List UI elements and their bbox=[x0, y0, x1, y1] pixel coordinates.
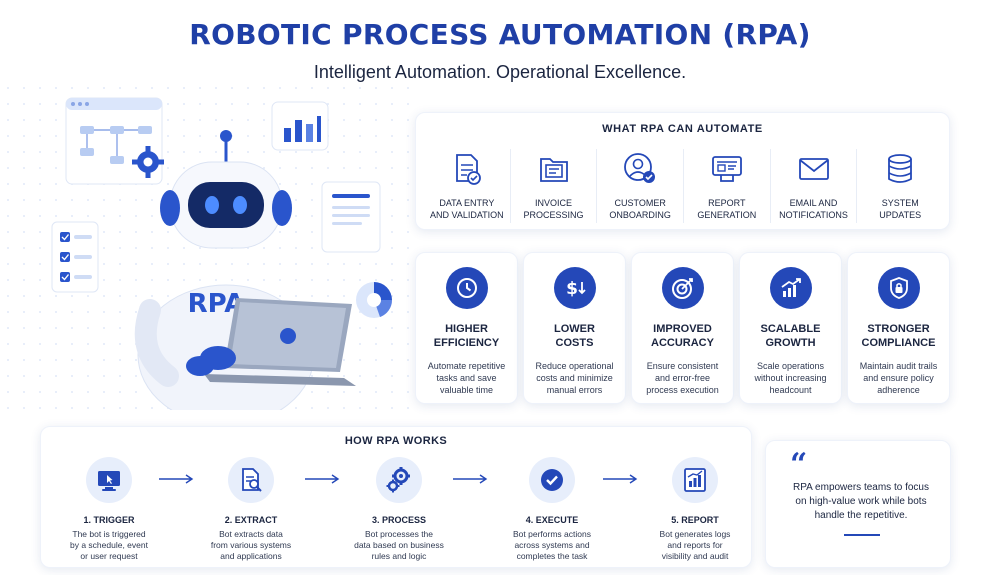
benefit-card-costs: $ LOWER COSTS Reduce operational costs a… bbox=[523, 252, 626, 404]
benefit-description: Scale operations without increasing head… bbox=[754, 361, 827, 395]
benefit-description: Ensure consistent and error-free process… bbox=[646, 361, 719, 395]
benefit-description: Maintain audit trails and ensure policy … bbox=[859, 361, 938, 395]
step-execute: 4. EXECUTE Bot performs actions across s… bbox=[492, 457, 612, 562]
automate-item-invoice: INVOICE PROCESSING bbox=[511, 149, 598, 223]
benefit-title: IMPROVED ACCURACY bbox=[651, 323, 714, 349]
how-rpa-works-title: HOW RPA WORKS bbox=[344, 435, 448, 447]
benefit-card-growth: SCALABLE GROWTH Scale operations without… bbox=[739, 252, 842, 404]
quote-divider bbox=[844, 534, 880, 536]
benefit-card-efficiency: HIGHER EFFICIENCY Automate repetitive ta… bbox=[415, 252, 518, 404]
automate-item-label: REPORT GENERATION bbox=[697, 198, 757, 220]
benefit-card-compliance: STRONGER COMPLIANCE Maintain audit trail… bbox=[847, 252, 950, 404]
benefit-title: STRONGER COMPLIANCE bbox=[861, 323, 936, 349]
quote-mark-icon: “ bbox=[790, 447, 808, 482]
automate-item-label: CUSTOMER ONBOARDING bbox=[609, 198, 671, 220]
page-subtitle: Intelligent Automation. Operational Exce… bbox=[313, 62, 687, 82]
invoice-folder-icon bbox=[539, 158, 568, 182]
arrow-right-icon bbox=[603, 474, 638, 484]
automate-item-email: EMAIL AND NOTIFICATIONS bbox=[771, 149, 858, 223]
automate-item-data-entry: DATA ENTRY AND VALIDATION bbox=[424, 149, 511, 223]
database-icon bbox=[888, 154, 913, 183]
step-report: 5. REPORT Bot generates logs and reports… bbox=[635, 457, 755, 562]
gears-icon bbox=[386, 467, 410, 493]
arrow-right-icon bbox=[453, 474, 488, 484]
monitor-cursor-icon bbox=[98, 471, 120, 491]
target-icon bbox=[671, 278, 693, 299]
quote-text: RPA empowers teams to focus on high-valu… bbox=[793, 482, 929, 521]
step-title: 4. EXECUTE bbox=[525, 515, 579, 525]
shield-lock-icon bbox=[889, 277, 908, 299]
benefit-title: LOWER COSTS bbox=[554, 323, 595, 349]
benefit-description: Automate repetitive tasks and save valua… bbox=[427, 361, 506, 395]
dollar-down-icon: $ bbox=[566, 279, 586, 299]
laptop-icon bbox=[204, 298, 356, 386]
automate-item-label: DATA ENTRY AND VALIDATION bbox=[429, 198, 504, 220]
benefit-title: HIGHER EFFICIENCY bbox=[433, 323, 500, 349]
step-description: Bot performs actions across systems and … bbox=[513, 529, 591, 561]
how-rpa-works-panel: HOW RPA WORKS 1. TRIGGER The bot is trig… bbox=[40, 426, 752, 568]
checklist-card-icon bbox=[51, 221, 99, 293]
step-extract: 2. EXTRACT Bot extracts data from variou… bbox=[191, 457, 311, 562]
step-title: 5. REPORT bbox=[671, 515, 719, 525]
arrow-right-icon bbox=[159, 474, 194, 484]
report-chart-icon bbox=[684, 468, 706, 492]
step-title: 2. EXTRACT bbox=[224, 515, 278, 525]
step-trigger: 1. TRIGGER The bot is triggered by a sch… bbox=[49, 457, 169, 562]
pie-chart-icon bbox=[356, 282, 393, 318]
step-title: 3. PROCESS bbox=[371, 515, 427, 525]
benefit-description: Reduce operational costs and minimize ma… bbox=[535, 361, 614, 395]
automate-item-label: EMAIL AND NOTIFICATIONS bbox=[779, 198, 848, 220]
automate-item-system-updates: SYSTEM UPDATES bbox=[857, 149, 943, 223]
quote-panel: “ RPA empowers teams to focus on high-va… bbox=[765, 440, 951, 568]
document-check-icon bbox=[455, 154, 481, 185]
step-description: The bot is triggered by a schedule, even… bbox=[70, 529, 148, 561]
growth-chart-icon bbox=[780, 278, 801, 297]
bar-chart-bubble-icon bbox=[271, 101, 329, 151]
automate-item-onboarding: CUSTOMER ONBOARDING bbox=[597, 149, 685, 223]
envelope-icon bbox=[798, 158, 829, 180]
user-check-icon bbox=[624, 153, 656, 183]
clock-icon bbox=[456, 278, 477, 298]
page-title: ROBOTIC PROCESS AUTOMATION (RPA) bbox=[189, 18, 811, 51]
step-description: Bot generates logs and reports for visib… bbox=[659, 529, 731, 561]
benefit-title: SCALABLE GROWTH bbox=[760, 323, 821, 349]
benefit-card-accuracy: IMPROVED ACCURACY Ensure consistent and … bbox=[631, 252, 734, 404]
automate-panel-title: WHAT RPA CAN AUTOMATE bbox=[602, 123, 763, 135]
robot-illustration: RPA bbox=[51, 97, 393, 410]
check-circle-icon bbox=[541, 469, 563, 491]
gear-icon bbox=[132, 146, 164, 178]
step-process: 3. PROCESS Bot processes the data based … bbox=[339, 457, 459, 562]
arrow-right-icon bbox=[305, 474, 340, 484]
automate-panel: WHAT RPA CAN AUTOMATE DATA ENTRY AND VAL… bbox=[415, 112, 950, 230]
printer-report-icon bbox=[711, 156, 742, 182]
step-title: 1. TRIGGER bbox=[83, 515, 135, 525]
step-description: Bot processes the data based on business… bbox=[354, 529, 444, 561]
document-search-icon bbox=[242, 468, 262, 492]
automate-item-label: SYSTEM UPDATES bbox=[879, 198, 922, 220]
svg-text:$: $ bbox=[566, 279, 578, 299]
step-description: Bot extracts data from various systems a… bbox=[210, 529, 292, 561]
automate-item-report: REPORT GENERATION bbox=[684, 149, 771, 223]
document-card-icon bbox=[321, 181, 381, 253]
automate-item-label: INVOICE PROCESSING bbox=[523, 198, 584, 220]
